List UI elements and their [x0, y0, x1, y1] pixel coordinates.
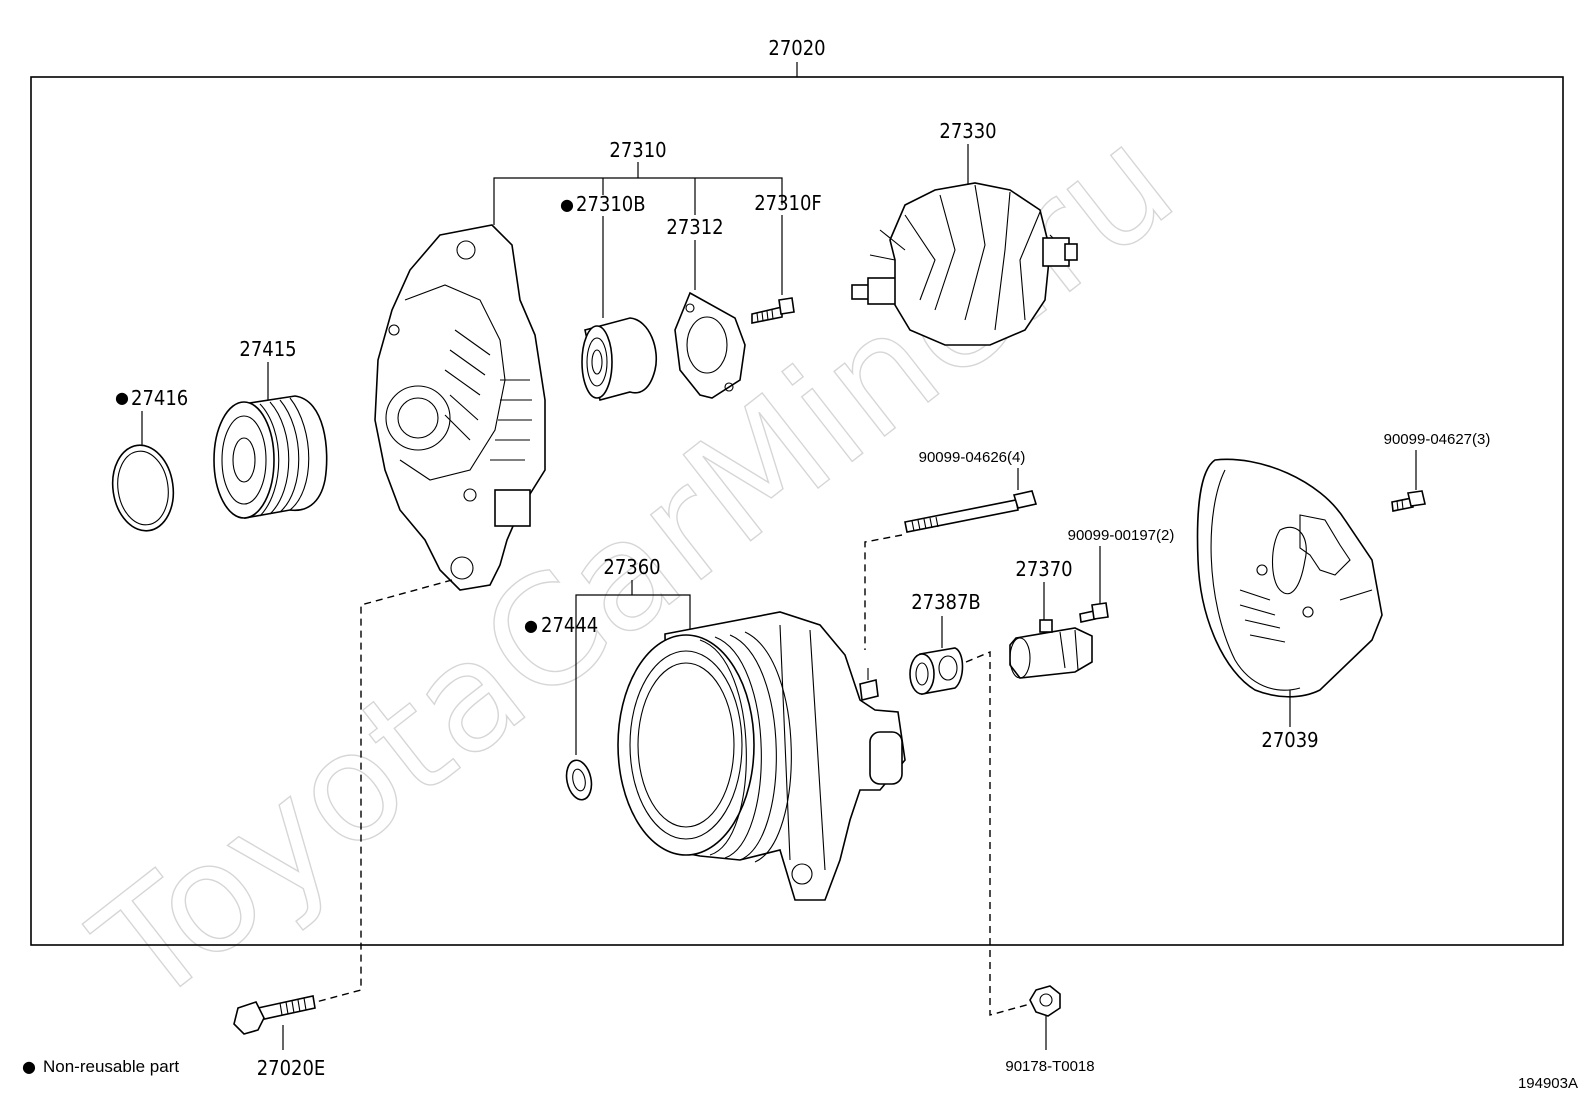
- brush-holder-27370[interactable]: [1009, 619, 1093, 679]
- rotor-27330[interactable]: [851, 182, 1078, 346]
- legend-text: Non-reusable part: [43, 1057, 179, 1076]
- mounting-bolt-27020E[interactable]: [233, 995, 316, 1035]
- label-27360[interactable]: 27360: [603, 555, 660, 579]
- label-27310[interactable]: 27310: [609, 138, 666, 162]
- bolt-90099-04627[interactable]: [1391, 490, 1426, 512]
- retainer-plate-27312[interactable]: [674, 291, 746, 399]
- rear-cover-27039[interactable]: [1196, 458, 1383, 698]
- non-reusable-marker-27310B: ●: [560, 195, 574, 214]
- ring-27416[interactable]: [107, 441, 178, 535]
- legend-marker: ●: [22, 1057, 36, 1076]
- label-27387B[interactable]: 27387B: [911, 590, 981, 614]
- screw-27310F[interactable]: [751, 297, 795, 324]
- label-27039[interactable]: 27039: [1261, 728, 1318, 752]
- through-bolt-90099-04626[interactable]: [904, 490, 1038, 533]
- label-27444[interactable]: 27444: [541, 613, 598, 637]
- rectifier-end-frame-27360[interactable]: [617, 611, 906, 901]
- label-27416[interactable]: 27416: [131, 386, 188, 410]
- label-27310B[interactable]: 27310B: [576, 192, 646, 216]
- screw-90099-00197[interactable]: [1079, 602, 1109, 623]
- pulley-27415[interactable]: [213, 395, 328, 519]
- bearing-27310B[interactable]: [581, 317, 657, 401]
- drive-end-frame[interactable]: [374, 224, 546, 591]
- non-reusable-marker-27444: ●: [524, 616, 538, 635]
- label-90099-04627[interactable]: 90099-04627(3): [1384, 431, 1491, 448]
- label-90099-00197[interactable]: 90099-00197(2): [1068, 527, 1175, 544]
- label-27415[interactable]: 27415: [239, 337, 296, 361]
- label-90178-T0018[interactable]: 90178-T0018: [1005, 1058, 1094, 1075]
- label-27020[interactable]: 27020: [768, 36, 825, 60]
- figure-reference: 194903A: [1518, 1075, 1578, 1092]
- nut-90178-T0018[interactable]: [1029, 985, 1061, 1017]
- label-27370[interactable]: 27370: [1015, 557, 1072, 581]
- non-reusable-marker-27416: ●: [115, 388, 129, 407]
- label-27312[interactable]: 27312: [666, 215, 723, 239]
- washer-27444[interactable]: [563, 758, 595, 802]
- insulator-27387B[interactable]: [909, 647, 964, 695]
- label-27330[interactable]: 27330: [939, 119, 996, 143]
- label-27020E[interactable]: 27020E: [257, 1056, 326, 1080]
- label-27310F[interactable]: 27310F: [754, 191, 822, 215]
- label-90099-04626[interactable]: 90099-04626(4): [919, 449, 1026, 466]
